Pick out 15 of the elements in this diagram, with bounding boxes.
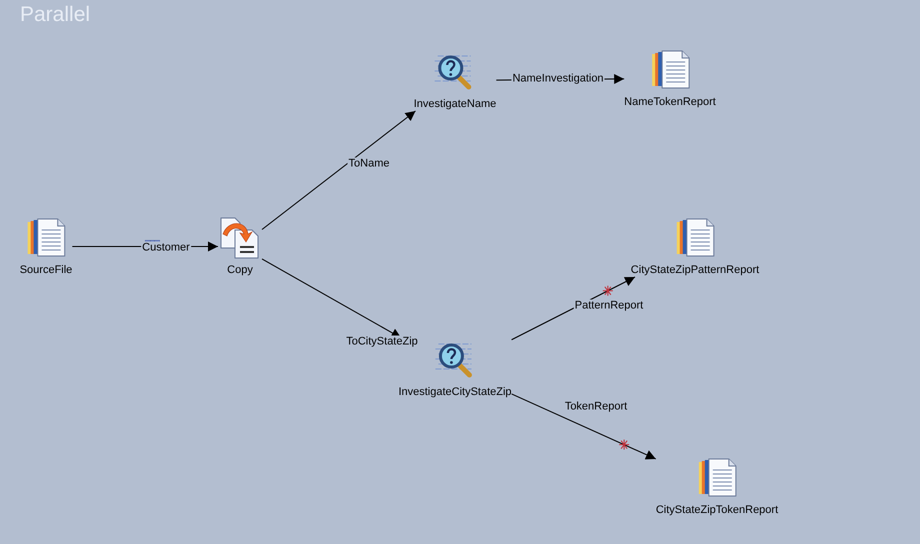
stage-label: NameTokenReport	[624, 96, 716, 109]
edge-label: PatternReport	[574, 300, 644, 312]
stage-label: Copy	[227, 264, 253, 277]
edge-label: TokenReport	[564, 400, 628, 414]
arrow	[511, 393, 656, 460]
arrow	[262, 258, 402, 338]
arrow	[262, 110, 416, 230]
edge-label: Customer	[141, 242, 191, 254]
stage-label: CityStateZipTokenReport	[656, 504, 778, 517]
stage-label: InvestigateName	[414, 98, 496, 111]
edge-label: ToCityStateZip	[345, 336, 419, 348]
stage-label: InvestigateCityStateZip	[398, 386, 512, 399]
edge-label: NameInvestigation	[511, 72, 605, 86]
stage-label: CityStateZipPatternReport	[630, 264, 760, 277]
stage-label: SourceFile	[20, 264, 72, 277]
